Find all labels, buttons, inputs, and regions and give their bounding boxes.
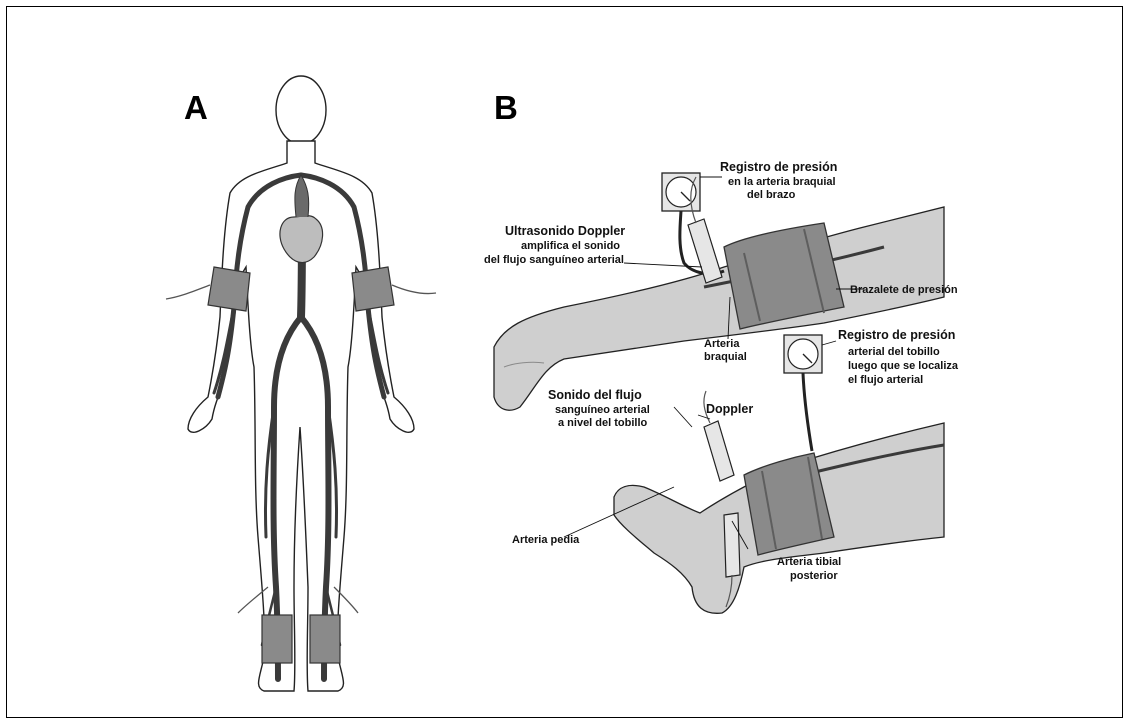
- ankle-pressure-line1: arterial del tobillo: [848, 346, 940, 358]
- ankle-pressure-title: Registro de presión: [838, 328, 955, 342]
- arm-pressure-title: Registro de presión: [720, 160, 837, 174]
- arm-pressure-line1: en la arteria braquial: [728, 176, 836, 188]
- doppler-line1: amplifica el sonido: [521, 240, 620, 252]
- ankle-pressure-line2: luego que se localiza: [848, 360, 959, 372]
- tibial-line2: posterior: [790, 570, 838, 582]
- abi-measurement-diagram: A: [144, 67, 999, 707]
- flow-sound-title: Sonido del flujo: [548, 388, 642, 402]
- tibial-line1: Arteria tibial: [777, 556, 841, 568]
- pedal-artery-label: Arteria pedia: [512, 534, 580, 546]
- doppler-line2: del flujo sanguíneo arterial: [484, 254, 624, 266]
- brachial-line1: Arteria: [704, 338, 740, 350]
- figure-frame: A: [6, 6, 1123, 718]
- brachial-line2: braquial: [704, 351, 747, 363]
- flow-sound-line2: a nivel del tobillo: [558, 417, 648, 429]
- arm-pressure-line2: del brazo: [747, 189, 796, 201]
- flow-sound-line1: sanguíneo arterial: [555, 404, 650, 416]
- cuff-label: Brazalete de presión: [850, 284, 958, 296]
- doppler-title: Ultrasonido Doppler: [505, 224, 625, 238]
- panel-a-letter: A: [184, 89, 208, 126]
- doppler-short-label: Doppler: [706, 402, 753, 416]
- ankle-pressure-line3: el flujo arterial: [848, 374, 923, 386]
- panel-b-letter: B: [494, 89, 518, 126]
- figure-illustration: A: [144, 67, 999, 707]
